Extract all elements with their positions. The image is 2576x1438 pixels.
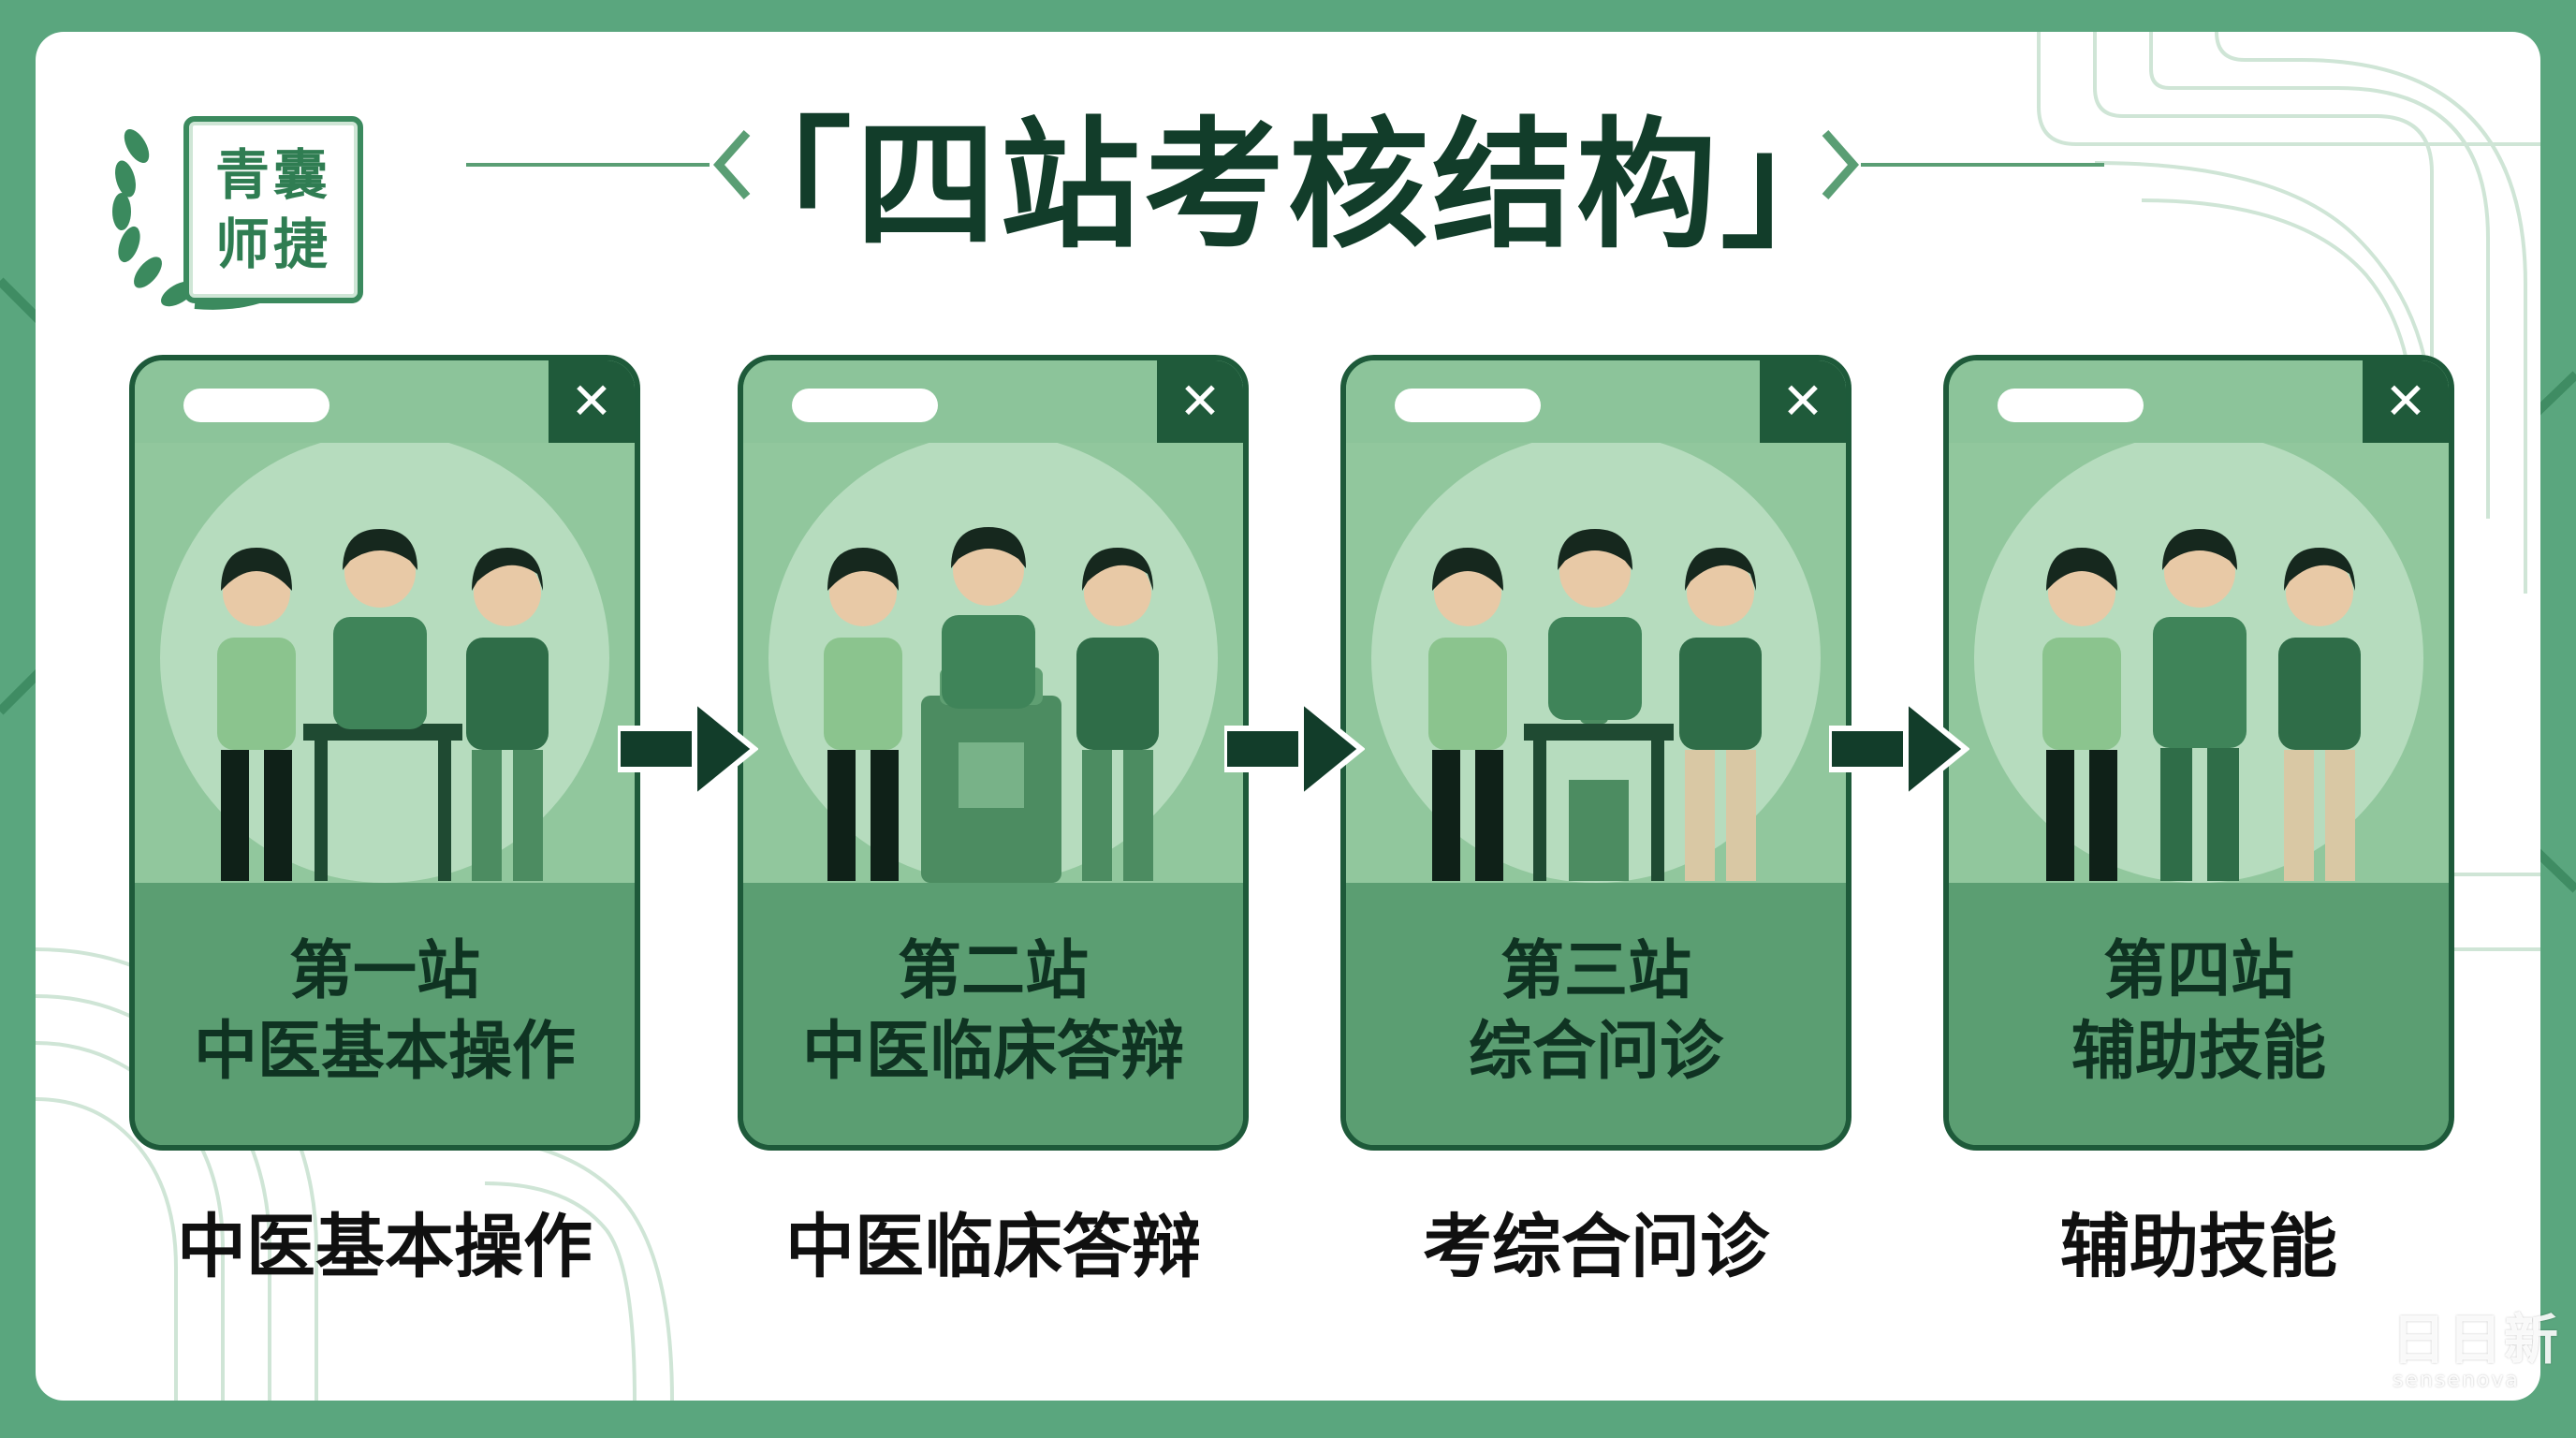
- close-icon[interactable]: ✕: [1157, 360, 1243, 443]
- card-title-bar: ✕: [135, 360, 635, 443]
- card-label: 第一站 中医基本操作: [135, 883, 635, 1145]
- watermark-text: 日日新: [2392, 1308, 2561, 1372]
- arrow-right-icon: [1829, 697, 1969, 801]
- station-card-3: ✕: [1340, 355, 1852, 1151]
- people-table-illustration: [160, 443, 609, 883]
- station-number: 第一站: [288, 934, 480, 1008]
- station-name: 中医基本操作: [193, 1015, 576, 1089]
- station-name: 辅助技能: [2071, 1015, 2326, 1089]
- card-illustration: [743, 443, 1243, 883]
- card-illustration: [1949, 443, 2449, 883]
- station-caption-2: 中医临床答辩: [785, 1207, 1201, 1287]
- station-caption-1: 中医基本操作: [177, 1207, 593, 1287]
- close-icon[interactable]: ✕: [2363, 360, 2449, 443]
- logo-badge: 青囊 师捷: [183, 116, 363, 303]
- title-area: 「四站考核结构」: [36, 97, 2540, 285]
- watermark-logo-icon: [2286, 1314, 2379, 1386]
- arrow-right-icon: [618, 697, 758, 801]
- station-number: 第二站: [897, 934, 1089, 1008]
- card-pill: [183, 389, 329, 422]
- people-group-illustration: [1974, 443, 2423, 883]
- card-title-bar: ✕: [1346, 360, 1846, 443]
- card-label: 第三站 综合问诊: [1346, 883, 1846, 1145]
- station-name: 综合问诊: [1468, 1015, 1723, 1089]
- station-name: 中医临床答辩: [801, 1015, 1184, 1089]
- card-label: 第二站 中医临床答辩: [743, 883, 1243, 1145]
- card-title-bar: ✕: [743, 360, 1243, 443]
- people-device-illustration: [768, 443, 1218, 883]
- close-icon[interactable]: ✕: [549, 360, 635, 443]
- page-title: 「四站考核结构」: [710, 105, 1865, 268]
- station-caption-3: 考综合问诊: [1423, 1207, 1769, 1287]
- card-label: 第四站 辅助技能: [1949, 883, 2449, 1145]
- card-illustration: [135, 443, 635, 883]
- station-caption-4: 辅助技能: [2060, 1207, 2337, 1287]
- people-desk-illustration: [1371, 443, 1821, 883]
- content-panel: 青囊 师捷 「四站考核结构」 ✕: [36, 32, 2540, 1401]
- station-card-1: ✕: [129, 355, 640, 1151]
- station-number: 第四站: [2102, 934, 2294, 1008]
- card-pill: [1998, 389, 2144, 422]
- close-icon[interactable]: ✕: [1760, 360, 1846, 443]
- logo-text-line2: 师捷: [214, 213, 331, 276]
- station-card-2: ✕: [738, 355, 1249, 1151]
- card-illustration: [1346, 443, 1846, 883]
- station-number: 第三站: [1500, 934, 1691, 1008]
- card-title-bar: ✕: [1949, 360, 2449, 443]
- station-card-4: ✕: [1943, 355, 2454, 1151]
- arrow-right-icon: [1224, 697, 1365, 801]
- card-pill: [1395, 389, 1541, 422]
- logo-text-line1: 青囊: [214, 143, 331, 207]
- watermark-subtext: sensenova: [2393, 1369, 2520, 1392]
- logo: 青囊 师捷: [92, 71, 363, 324]
- card-pill: [792, 389, 938, 422]
